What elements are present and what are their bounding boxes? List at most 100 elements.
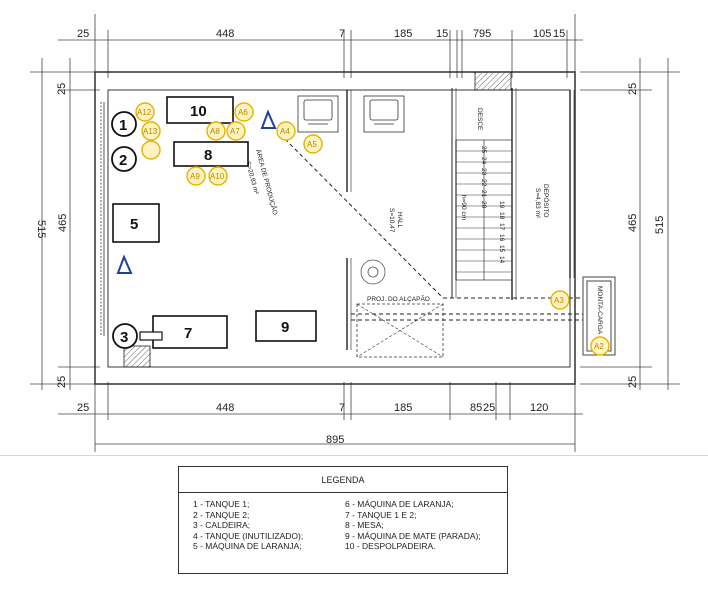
legend-title: LEGENDA — [179, 467, 507, 493]
sink-left — [297, 95, 339, 133]
cargo-lift-label: MONTA-CARGA — [596, 286, 603, 335]
step-number: 16 — [498, 234, 505, 242]
windows — [100, 102, 105, 336]
legend-item: 9 - MÁQUINA DE MATE (PARADA); — [345, 530, 481, 541]
tag-a3: A3 — [550, 290, 570, 310]
stair-step-numbers: 25 24 23 22 21 20 19 18 17 16 15 14 — [480, 146, 505, 264]
equipment-2: 2 — [111, 146, 137, 172]
step-number: 24 — [480, 157, 487, 165]
step-number: 21 — [480, 190, 487, 198]
dim-bottom-1: 25 — [77, 402, 89, 414]
dim-bottom-5: 85 — [470, 402, 482, 414]
step-number: 25 — [480, 146, 487, 154]
svg-text:A3: A3 — [554, 296, 564, 305]
svg-text:A10: A10 — [210, 172, 225, 181]
stair-height: h=90 cm — [460, 195, 467, 220]
dim-total: 895 — [326, 434, 344, 446]
equipment-1: 1 — [111, 111, 137, 137]
dim-top-6: 7 — [473, 28, 479, 40]
legend-item: 4 - TANQUE (INUTILIZADO); — [193, 530, 304, 541]
step-number: 18 — [498, 212, 505, 220]
dim-top-4: 185 — [394, 28, 412, 40]
equipment-8: 8 — [173, 141, 249, 167]
hall-dashed-paths — [279, 133, 583, 321]
legend-item: 7 - TANQUE 1 E 2; — [345, 509, 417, 520]
svg-text:A4: A4 — [280, 127, 290, 136]
tag-a10: A10 — [208, 166, 228, 186]
equipment-label-5: 5 — [130, 216, 138, 233]
svg-text:A8: A8 — [210, 127, 220, 136]
dim-top-3: 7 — [339, 28, 345, 40]
dim-left-outer: 515 — [35, 220, 47, 238]
step-number: 17 — [498, 223, 505, 231]
dim-left-part-2: 465 — [57, 214, 69, 232]
dim-bottom-3: 7 — [339, 402, 345, 414]
dim-top-1: 25 — [77, 28, 89, 40]
column-top — [474, 71, 512, 91]
tag-a11: A12 — [135, 102, 155, 122]
tag-a5: A5 — [303, 134, 323, 154]
dim-bottom-2: 448 — [216, 402, 234, 414]
bottom-dimensions — [58, 382, 583, 452]
legend-item: 8 - MESA; — [345, 520, 384, 531]
legend-column-left: 1 - TANQUE 1; 2 - TANQUE 2; 3 - CALDEIRA… — [193, 499, 303, 552]
equipment-label-10: 10 — [190, 103, 207, 120]
step-number: 20 — [480, 201, 487, 209]
svg-text:A6: A6 — [238, 108, 248, 117]
room-hall-area: S=10,47 — [388, 208, 395, 233]
tag-a8: A8 — [206, 121, 226, 141]
dim-top-8: 105 — [533, 28, 551, 40]
column-bottom — [123, 345, 151, 368]
dim-bottom-4: 185 — [394, 402, 412, 414]
legend-box: LEGENDA 1 - TANQUE 1; 2 - TANQUE 2; 3 - … — [178, 466, 508, 574]
step-number: 15 — [498, 245, 505, 253]
room-hall-name: HALL — [396, 212, 403, 229]
trapdoor-projection — [356, 303, 444, 358]
svg-text:A13: A13 — [143, 127, 158, 136]
top-dimension-labels: 25 448 7 185 15 7 95 105 15 — [77, 28, 565, 40]
room-deposit-area: S=4,83 m² — [534, 188, 541, 219]
stair-label: DESCE — [476, 108, 483, 131]
right-dimensions — [580, 58, 680, 390]
triangle-marker-icon — [116, 254, 133, 274]
room-deposit-name: DEPÓSITO — [542, 184, 551, 217]
svg-text:A9: A9 — [190, 172, 200, 181]
trapdoor-label: PROJ. DO ALÇAPÃO — [367, 294, 430, 303]
dim-right-part-2: 465 — [627, 214, 639, 232]
equipment-label-7: 7 — [184, 325, 192, 342]
dim-right-part-1: 25 — [627, 83, 639, 95]
section-divider — [0, 455, 708, 456]
equipment-7: 7 — [139, 315, 228, 349]
tag-a12: A13 — [141, 121, 161, 141]
dim-bottom-6: 25 — [483, 402, 495, 414]
legend-item: 5 - MÁQUINA DE LARANJA; — [193, 541, 302, 552]
legend-item: 10 - DESPOLPADEIRA. — [345, 541, 436, 552]
equipment-label-2: 2 — [119, 152, 127, 169]
triangle-marker-icon — [260, 109, 277, 129]
tag-a9: A9 — [186, 166, 206, 186]
dim-right-part-3: 25 — [627, 376, 639, 388]
dim-right-outer: 515 — [654, 216, 666, 234]
svg-text:A7: A7 — [230, 127, 240, 136]
legend-item: 2 - TANQUE 2; — [193, 509, 250, 520]
legend-item: 1 - TANQUE 1; — [193, 499, 250, 509]
dim-bottom-7: 120 — [530, 402, 548, 414]
dim-top-7: 95 — [479, 28, 491, 40]
top-dimensions — [58, 14, 583, 78]
legend-column-right: 6 - MÁQUINA DE LARANJA; 7 - TANQUE 1 E 2… — [345, 499, 481, 552]
floor-drain — [360, 259, 386, 285]
step-number: 22 — [480, 179, 487, 187]
room-production-name: ÁREA DE PRODUÇÃO — [254, 148, 280, 216]
tag-a13 — [141, 140, 161, 160]
equipment-5: 5 — [112, 203, 160, 243]
tag-a2: A2 — [590, 336, 610, 356]
dim-top-2: 448 — [216, 28, 234, 40]
dim-top-5: 15 — [436, 28, 448, 40]
floor-plan: 25 448 7 185 15 7 95 105 15 25 448 7 185… — [30, 14, 680, 452]
tag-a6: A6 — [234, 102, 254, 122]
legend-item: 3 - CALDEIRA; — [193, 520, 251, 531]
stairs — [455, 139, 513, 281]
dim-left-part-1: 25 — [56, 83, 68, 95]
equipment-label-9: 9 — [281, 319, 289, 336]
svg-text:A2: A2 — [594, 342, 604, 351]
